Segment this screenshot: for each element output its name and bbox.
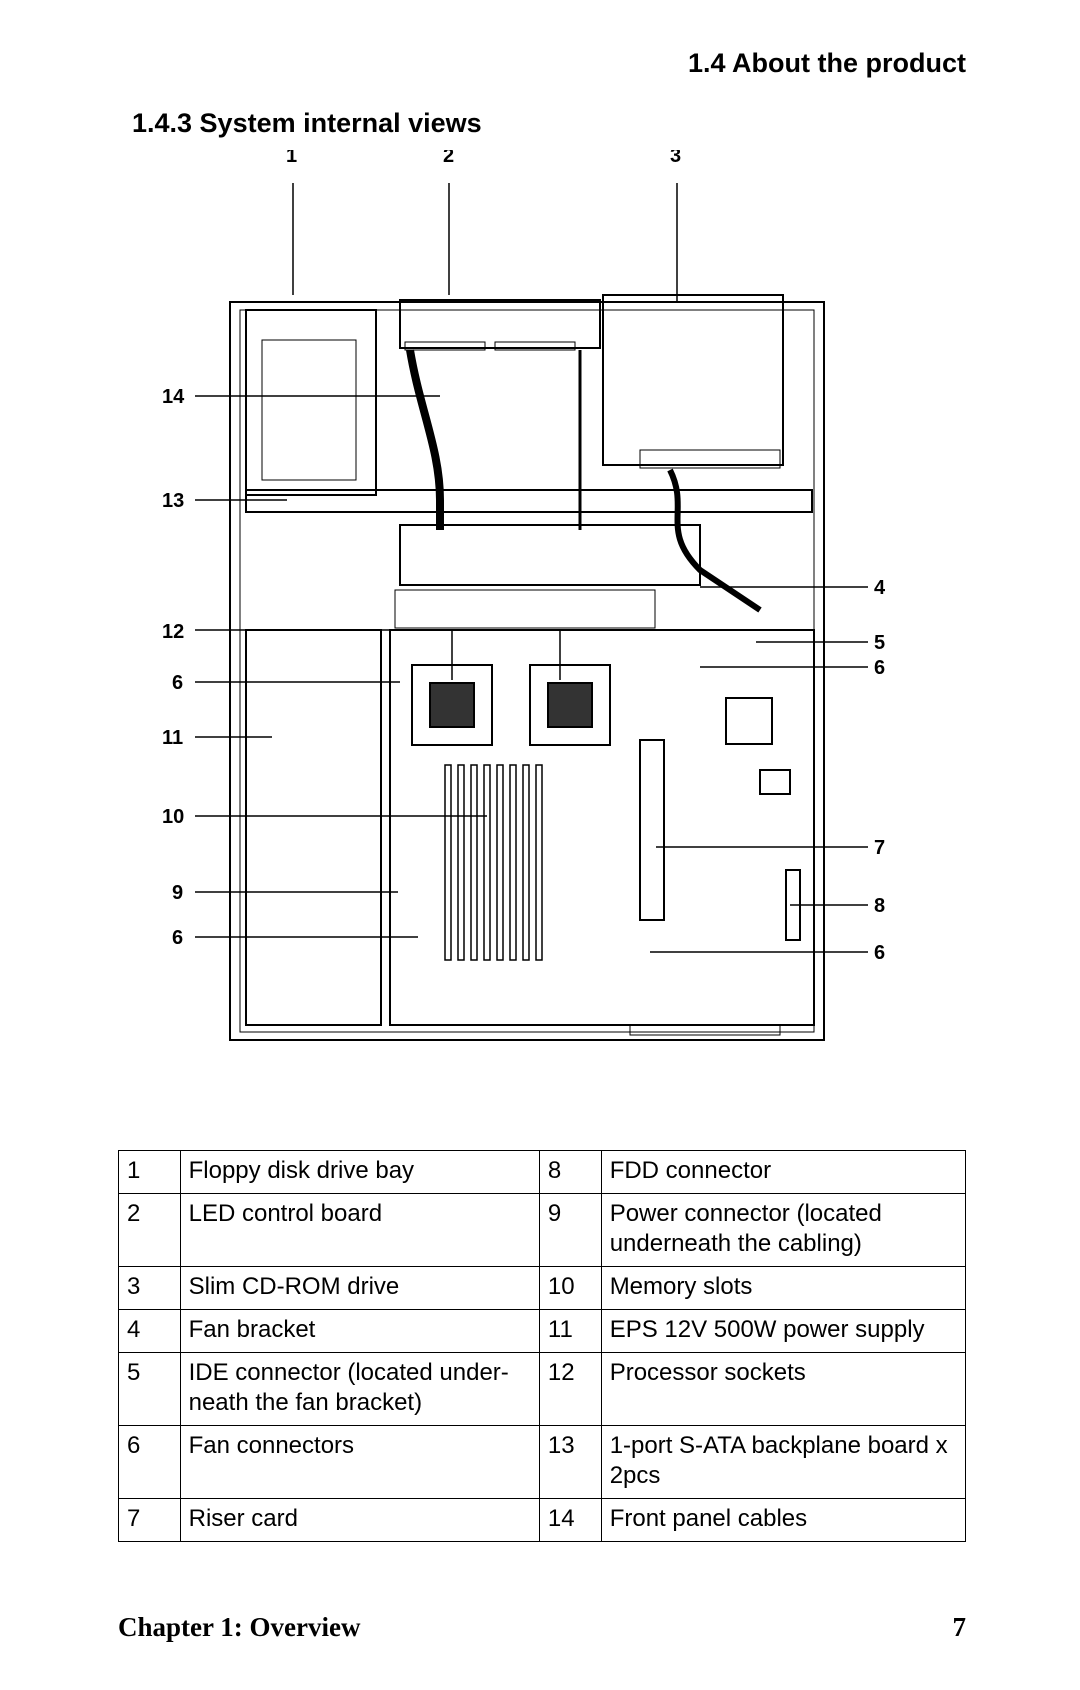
callout-label: 2 bbox=[443, 150, 454, 167]
memory-slots bbox=[444, 764, 543, 961]
legend-number: 9 bbox=[538, 1193, 602, 1267]
legend-number: 6 bbox=[118, 1425, 181, 1499]
callout-label: 6 bbox=[172, 672, 183, 694]
legend-number: 7 bbox=[118, 1498, 181, 1542]
legend-number: 3 bbox=[118, 1266, 181, 1310]
legend-number: 2 bbox=[118, 1193, 181, 1267]
callout-label: 11 bbox=[162, 727, 183, 749]
legend-description: Memory slots bbox=[600, 1266, 967, 1310]
table-row: 3 Slim CD-ROM drive 10 Memory slots bbox=[118, 1266, 967, 1310]
legend-number: 10 bbox=[538, 1266, 602, 1310]
callout-label: 12 bbox=[162, 621, 184, 643]
leader-lines bbox=[195, 183, 868, 953]
table-row: 6 Fan connectors 13 1-port S-ATA backpla… bbox=[118, 1425, 967, 1499]
callout-label: 6 bbox=[172, 927, 183, 949]
callout-label: 6 bbox=[874, 942, 885, 964]
legend-description: IDE connector (located under-neath the f… bbox=[179, 1352, 540, 1426]
legend-description: Front panel cables bbox=[600, 1498, 967, 1542]
cdrom-drive bbox=[602, 294, 784, 466]
table-row: 2 LED control board 9 Power connector (l… bbox=[118, 1193, 967, 1267]
legend-number: 4 bbox=[118, 1309, 181, 1353]
callout-label: 9 bbox=[172, 882, 183, 904]
callout-label: 3 bbox=[670, 150, 681, 167]
legend-description: FDD connector bbox=[600, 1150, 967, 1194]
callout-label: 13 bbox=[162, 490, 184, 512]
floppy-bay bbox=[245, 309, 377, 496]
legend-description: LED control board bbox=[179, 1193, 540, 1267]
system-internal-diagram: 1 2 3 14 13 4 12 5 6 6 11 10 7 9 8 6 6 bbox=[162, 150, 886, 1041]
callout-label: 8 bbox=[874, 895, 885, 917]
legend-description: 1-port S-ATA backplane board x 2pcs bbox=[600, 1425, 967, 1499]
chassis-drawing bbox=[229, 294, 825, 1041]
callout-label: 5 bbox=[874, 632, 885, 654]
legend-number: 14 bbox=[538, 1498, 602, 1542]
callout-label: 7 bbox=[874, 837, 885, 859]
legend-number: 8 bbox=[538, 1150, 602, 1194]
legend-number: 5 bbox=[118, 1352, 181, 1426]
legend-number: 11 bbox=[538, 1309, 602, 1353]
table-row: 4 Fan bracket 11 EPS 12V 500W power supp… bbox=[118, 1309, 967, 1353]
legend-description: Processor sockets bbox=[600, 1352, 967, 1426]
legend-description: Fan bracket bbox=[179, 1309, 540, 1353]
footer-page-number: 7 bbox=[952, 1612, 967, 1642]
callout-label: 1 bbox=[286, 150, 297, 167]
legend-number: 12 bbox=[538, 1352, 602, 1426]
table-row: 5 IDE connector (located under-neath the… bbox=[118, 1352, 967, 1426]
component-legend-table: 1 Floppy disk drive bay 8 FDD connector … bbox=[118, 1150, 967, 1542]
section-title: 1.4.3 System internal views bbox=[132, 108, 482, 138]
sata-backplane bbox=[245, 489, 813, 513]
legend-number: 13 bbox=[538, 1425, 602, 1499]
footer-chapter: Chapter 1: Overview bbox=[118, 1612, 361, 1642]
callout-labels: 1 2 3 14 13 4 12 5 6 6 11 10 7 9 8 6 6 bbox=[162, 150, 886, 964]
callout-label: 14 bbox=[162, 386, 185, 408]
callout-label: 10 bbox=[162, 806, 184, 828]
table-row: 7 Riser card 14 Front panel cables bbox=[118, 1498, 967, 1542]
cpu-socket-2 bbox=[529, 664, 611, 746]
table-row: 1 Floppy disk drive bay 8 FDD connector bbox=[118, 1150, 967, 1194]
legend-description: Riser card bbox=[179, 1498, 540, 1542]
legend-description: Slim CD-ROM drive bbox=[179, 1266, 540, 1310]
fan-bracket bbox=[399, 524, 701, 586]
led-board bbox=[399, 299, 601, 349]
riser-card bbox=[639, 739, 665, 921]
power-supply bbox=[245, 629, 382, 1026]
legend-description: EPS 12V 500W power supply bbox=[600, 1309, 967, 1353]
callout-label: 4 bbox=[874, 577, 886, 599]
callout-label: 6 bbox=[874, 657, 885, 679]
legend-number: 1 bbox=[118, 1150, 181, 1194]
legend-description: Floppy disk drive bay bbox=[179, 1150, 540, 1194]
page-header-section: 1.4 About the product bbox=[688, 48, 966, 78]
legend-description: Power connector (located underneath the … bbox=[600, 1193, 967, 1267]
chassis-outline bbox=[229, 301, 825, 1041]
legend-description: Fan connectors bbox=[179, 1425, 540, 1499]
motherboard bbox=[389, 629, 815, 1026]
